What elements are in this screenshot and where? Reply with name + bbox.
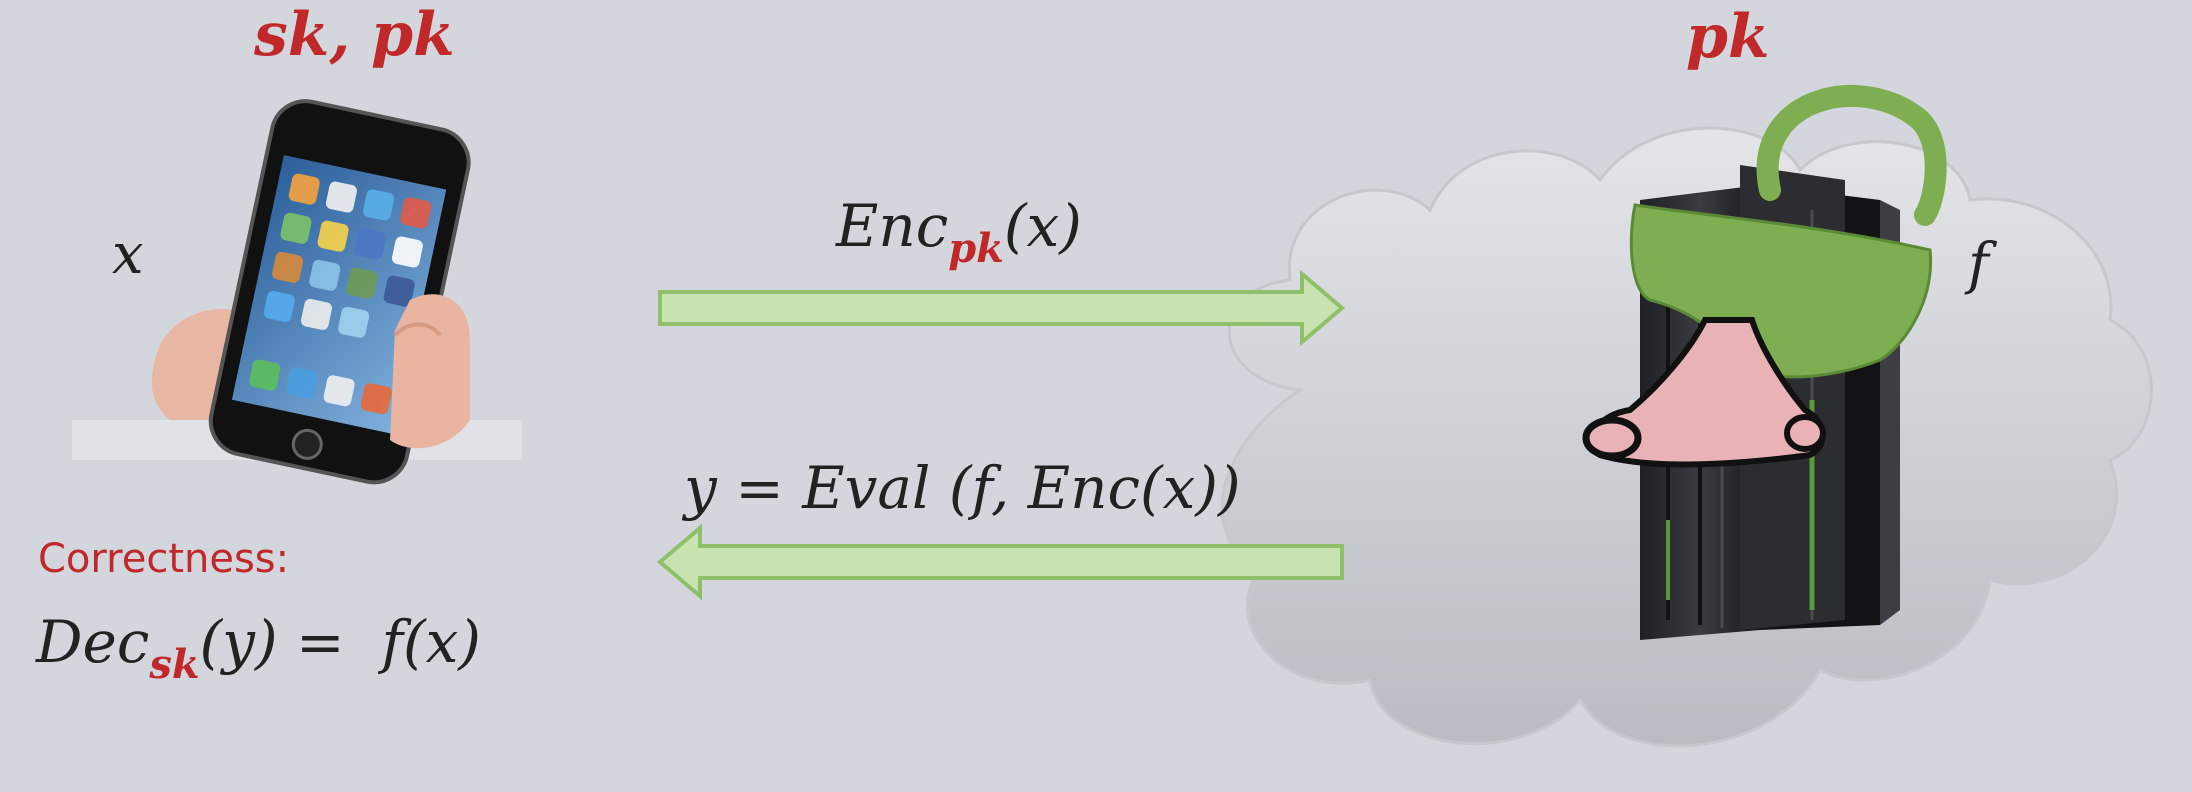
server-function-var: f xyxy=(1968,232,1989,297)
correctness-key-subscript: sk xyxy=(149,641,200,688)
smartphone-in-hand-icon xyxy=(72,99,522,485)
correctness-equation: Decsk(y) = f(x) xyxy=(36,608,481,688)
correctness-dec: Dec xyxy=(36,608,150,676)
request-message: Encpk(x) xyxy=(836,192,1082,272)
server-keys-label: pk xyxy=(1686,2,1770,72)
request-arrow xyxy=(658,269,1346,347)
blindfold-icon xyxy=(1629,85,1947,379)
request-arg: (x) xyxy=(1003,192,1082,260)
correctness-rest: (y) = f(x) xyxy=(199,608,481,676)
response-arrow xyxy=(656,523,1344,601)
response-message: y = Eval (f, Enc(x)) xyxy=(684,454,1241,522)
client-input-var: x xyxy=(112,222,144,287)
nose-icon xyxy=(1582,317,1826,468)
request-enc: Enc xyxy=(836,192,949,260)
client-keys-label: sk, pk xyxy=(254,0,455,70)
request-key-subscript: pk xyxy=(948,225,1004,272)
correctness-label: Correctness: xyxy=(38,536,290,582)
